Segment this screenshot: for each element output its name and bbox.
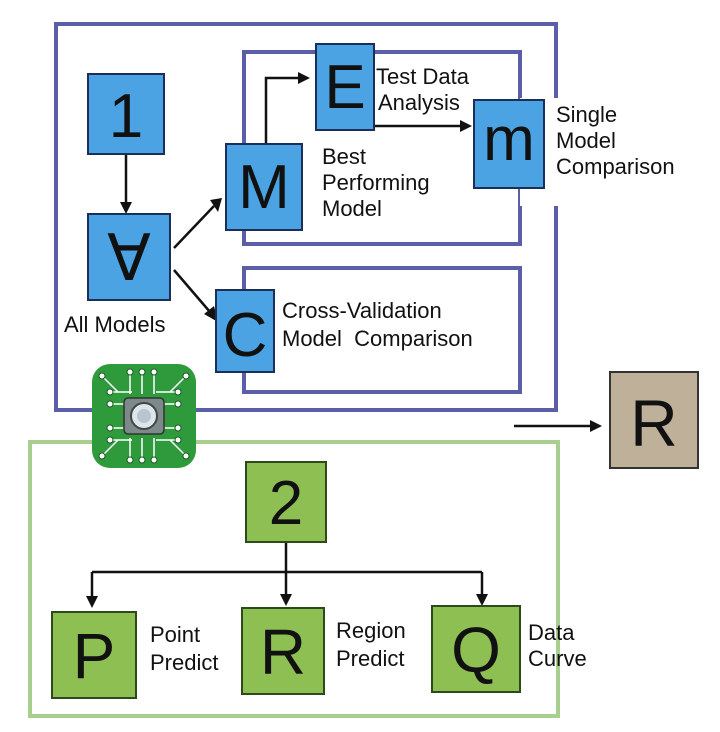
predict-frame [28, 440, 560, 718]
cv-label-line1: Cross-Validation [282, 298, 442, 323]
box-single-letter: m [483, 105, 535, 174]
arrowhead [298, 72, 310, 84]
box-test-letter: E [324, 53, 365, 122]
arrowhead [460, 120, 472, 132]
region-label-line2: Predict [336, 646, 405, 671]
box-region-letter: R [260, 616, 306, 688]
curve-label-line2: Curve [528, 646, 587, 671]
arrowhead [590, 420, 602, 432]
box-all-models: ∀ [87, 213, 171, 301]
box-cv-letter: C [223, 301, 268, 370]
box-point-letter: P [73, 620, 116, 692]
arrow-all-to-best [173, 205, 215, 249]
box-2-letter: 2 [269, 469, 303, 538]
arrowhead [120, 202, 132, 214]
box-result: R [609, 371, 699, 469]
arrow-best-to-test [264, 76, 300, 144]
box-1: 1 [87, 73, 165, 155]
all-models-label: All Models [64, 312, 166, 337]
cv-label-line2: Model Comparison [282, 326, 473, 351]
models-frame [54, 22, 558, 412]
box-point-predict: P [51, 611, 137, 699]
test-label-line1: Test Data [376, 64, 469, 89]
best-label-line3: Model [322, 196, 382, 221]
region-label-line1: Region [336, 618, 406, 643]
point-label-line2: Predict [150, 650, 219, 675]
single-label-line2: Model [556, 128, 616, 153]
box-result-letter: R [630, 386, 678, 460]
curve-label-line1: Data [528, 620, 575, 645]
best-label-line1: Best [322, 144, 367, 169]
arrow-all-to-cv [173, 269, 211, 313]
test-label-line2: Analysis [378, 90, 460, 115]
box-test-data: E [315, 43, 375, 131]
arrowhead [204, 306, 218, 322]
arrowhead [210, 198, 222, 212]
point-label-line1: Point [150, 622, 201, 647]
box-2: 2 [245, 461, 327, 543]
box-all-letter: ∀ [107, 222, 151, 294]
box-cross-validation: C [215, 289, 275, 373]
box-curve-letter: Q [451, 614, 501, 686]
box-region-predict: R [241, 607, 325, 695]
single-label-line1: Single [556, 102, 618, 127]
arrowhead [280, 594, 292, 606]
arrowhead [86, 596, 98, 608]
box-1-letter: 1 [109, 82, 143, 151]
circuit-chip-icon [92, 364, 196, 468]
single-label-line3: Comparison [556, 154, 675, 179]
box-best-model: M [225, 143, 303, 231]
box-best-letter: M [238, 153, 290, 222]
box-data-curve: Q [431, 605, 521, 693]
box-single-model: m [473, 99, 545, 189]
arrowhead [476, 594, 488, 606]
best-label-line2: Performing [322, 170, 430, 195]
